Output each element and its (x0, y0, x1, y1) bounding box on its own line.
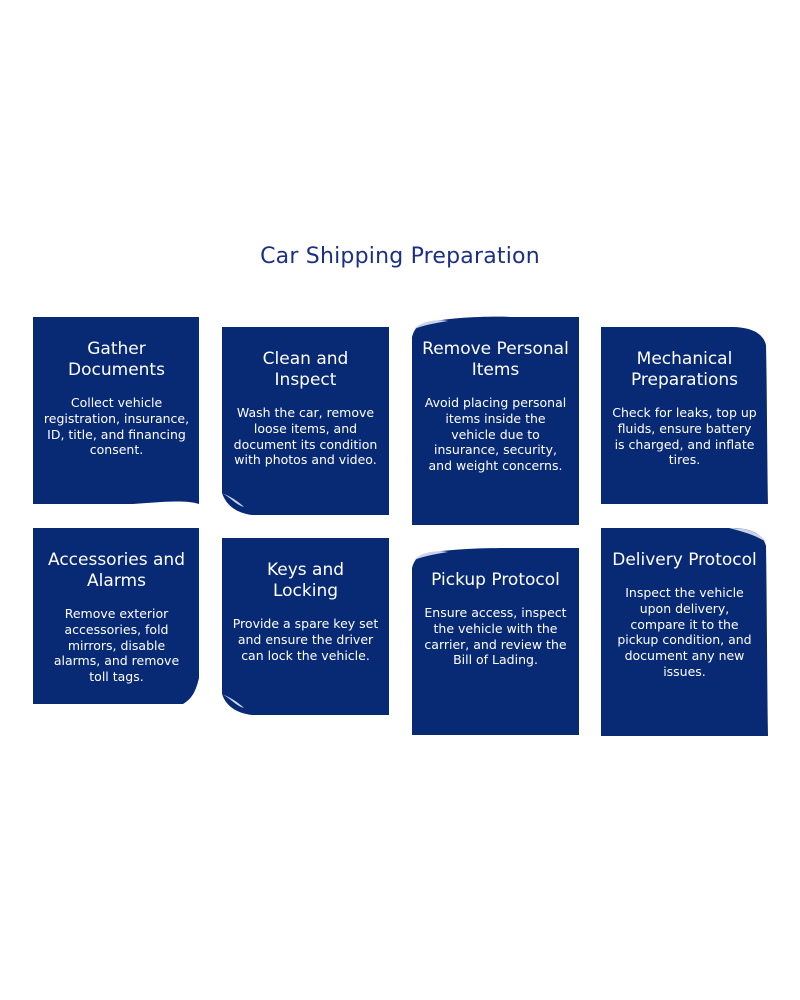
card-heading: Keys and Locking (266, 560, 345, 601)
card-heading: Accessories and Alarms (47, 550, 185, 591)
card-heading: Delivery Protocol (612, 550, 757, 570)
card-body: Check for leaks, top up fluids, ensure b… (612, 405, 757, 468)
card-body: Avoid placing personal items inside the … (424, 395, 567, 474)
card-body: Wash the car, remove loose items, and do… (233, 405, 378, 468)
card-shape (33, 528, 199, 704)
card-heading: Gather Documents (68, 339, 165, 380)
card-pickup-protocol: Pickup Protocol Ensure access, inspect t… (412, 548, 579, 735)
card-body: Collect vehicle registration, insurance,… (43, 395, 190, 458)
card-clean-inspect: Clean and Inspect Wash the car, remove l… (222, 327, 389, 515)
card-shape (412, 548, 579, 735)
card-heading: Mechanical Preparations (630, 349, 739, 390)
page-title: Car Shipping Preparation (260, 244, 540, 269)
card-content: Clean and Inspect Wash the car, remove l… (222, 327, 389, 468)
card-shape (601, 528, 768, 736)
card-content: Accessories and Alarms Remove exterior a… (33, 528, 200, 685)
card-body: Provide a spare key set and ensure the d… (232, 616, 379, 663)
card-gather-documents: Gather Documents Collect vehicle registr… (33, 317, 200, 504)
card-shape (33, 317, 199, 504)
card-content: Gather Documents Collect vehicle registr… (33, 317, 200, 458)
card-content: Delivery Protocol Inspect the vehicle up… (601, 528, 768, 680)
card-shape (222, 327, 389, 515)
card-shape (601, 327, 768, 504)
card-heading: Clean and Inspect (262, 349, 349, 390)
card-heading: Remove Personal Items (422, 339, 569, 380)
card-accessories-alarms: Accessories and Alarms Remove exterior a… (33, 528, 200, 704)
card-remove-personal-items: Remove Personal Items Avoid placing pers… (412, 316, 579, 525)
card-delivery-protocol: Delivery Protocol Inspect the vehicle up… (601, 528, 768, 736)
card-content: Keys and Locking Provide a spare key set… (222, 538, 389, 663)
card-body: Remove exterior accessories, fold mirror… (53, 606, 180, 685)
card-content: Mechanical Preparations Check for leaks,… (601, 327, 768, 468)
card-keys-locking: Keys and Locking Provide a spare key set… (222, 538, 389, 715)
card-shape (222, 538, 389, 715)
card-content: Remove Personal Items Avoid placing pers… (412, 317, 579, 474)
card-shape (412, 316, 579, 525)
card-content: Pickup Protocol Ensure access, inspect t… (412, 548, 579, 668)
card-mechanical-preparations: Mechanical Preparations Check for leaks,… (601, 327, 768, 504)
card-body: Ensure access, inspect the vehicle with … (424, 605, 567, 668)
card-heading: Pickup Protocol (431, 570, 560, 590)
card-body: Inspect the vehicle upon delivery, compa… (617, 585, 752, 679)
